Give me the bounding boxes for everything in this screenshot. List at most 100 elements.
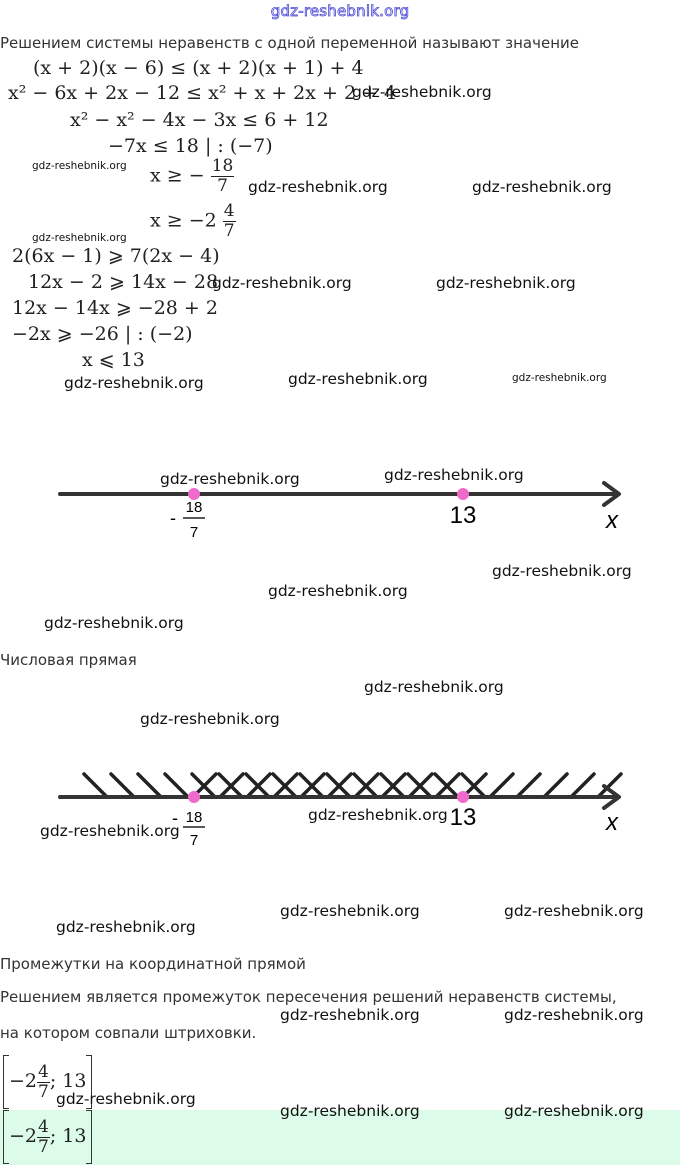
- ineq1-line-3: x² − x² − 4x − 3x ≤ 6 + 12: [70, 109, 329, 131]
- result-1-lhs: x ≥ −: [150, 164, 205, 187]
- left-label-sign: -: [172, 808, 178, 828]
- ineq2-line-2: 12x − 2 ⩾ 14x − 28: [28, 271, 219, 293]
- watermark: gdz-reshebnik.org: [56, 1090, 196, 1108]
- answer-whole: −2: [9, 1070, 38, 1092]
- hatch-stroke: [163, 772, 189, 798]
- point-neg-18-7: [188, 488, 200, 500]
- hatch-stroke: [273, 772, 299, 798]
- ineq2-line-1: 2(6x − 1) ⩾ 7(2x − 4): [12, 245, 220, 267]
- fraction-num: 4: [37, 1116, 50, 1138]
- hatch-stroke: [408, 772, 434, 798]
- left-label-sign: -: [170, 508, 176, 528]
- watermark: gdz-reshebnik.org: [364, 678, 504, 696]
- hatch-stroke: [543, 772, 569, 798]
- result-2-lhs: x ≥ −2: [150, 209, 217, 232]
- hatch-stroke: [381, 772, 407, 798]
- fraction-4-7: 4 7: [222, 201, 236, 241]
- conclusion-line-1: Решением является промежуток пересечения…: [0, 988, 617, 1006]
- watermark: gdz-reshebnik.org: [504, 1006, 644, 1024]
- watermark: gdz-reshebnik.org: [140, 710, 280, 728]
- watermark: gdz-reshebnik.org: [160, 470, 300, 488]
- left-label-num: 18: [186, 809, 203, 826]
- hatch-stroke: [136, 772, 162, 798]
- conclusion-line-2: на котором совпали штриховки.: [0, 1024, 257, 1042]
- ineq1-line-1: (x + 2)(x − 6) ≤ (x + 2)(x + 1) + 4: [33, 57, 364, 79]
- watermark: gdz-reshebnik.org: [212, 274, 352, 292]
- ineq2-line-5: x ⩽ 13: [82, 349, 145, 371]
- hatch-stroke: [327, 772, 353, 798]
- point-neg-18-7: [188, 791, 200, 803]
- hatch-stroke: [435, 772, 461, 798]
- fraction-den: 7: [217, 176, 228, 196]
- left-bracket: [3, 1055, 9, 1109]
- ineq1-result-1: x ≥ − 18 7: [150, 156, 235, 196]
- ineq1-line-2: x² − 6x + 2x − 12 ≤ x² + x + 2x + 2 + 4: [8, 82, 397, 104]
- hatch-stroke: [516, 772, 542, 798]
- axis-arrow-icon: [602, 784, 621, 810]
- hatch-stroke: [82, 772, 108, 798]
- right-bracket: [86, 1055, 93, 1109]
- ineq2-line-4: −2x ⩾ −26 | : (−2): [12, 323, 193, 345]
- right-label: 13: [450, 502, 477, 529]
- watermark: gdz-reshebnik.org: [436, 274, 576, 292]
- watermark: gdz-reshebnik.org: [492, 562, 632, 580]
- watermark: gdz-reshebnik.org: [268, 582, 408, 600]
- answer-whole: −2: [9, 1125, 38, 1147]
- axis-label: x: [605, 809, 619, 836]
- site-header-logo[interactable]: gdz-reshebnik.org: [270, 2, 410, 21]
- hatch-stroke: [246, 772, 272, 798]
- watermark: gdz-reshebnik.org: [40, 822, 180, 840]
- watermark: gdz-reshebnik.org: [288, 370, 428, 388]
- axis-label: x: [605, 507, 619, 534]
- answer-rest: ; 13: [49, 1070, 87, 1092]
- hatch-stroke: [597, 772, 623, 798]
- right-label: 13: [450, 804, 477, 831]
- watermark: gdz-reshebnik.org: [504, 902, 644, 920]
- watermark: gdz-reshebnik.org: [472, 178, 612, 196]
- hatch-stroke: [462, 772, 488, 798]
- watermark: gdz-reshebnik.org: [44, 614, 184, 632]
- ineq2-line-3: 12x − 14x ⩾ −28 + 2: [12, 297, 218, 319]
- point-13: [457, 791, 469, 803]
- answer-rest: ; 13: [49, 1125, 87, 1147]
- fraction-den: 7: [38, 1136, 49, 1157]
- number-line-2: - 18 7 13 x: [58, 772, 623, 849]
- hatch-stroke: [570, 772, 596, 798]
- axis-arrow-icon: [602, 481, 621, 507]
- fraction-num: 18: [210, 156, 235, 177]
- left-label-den: 7: [190, 524, 198, 541]
- watermark: gdz-reshebnik.org: [64, 374, 204, 392]
- right-bracket: [86, 1110, 93, 1164]
- fraction-num: 4: [222, 201, 236, 222]
- watermark: gdz-reshebnik.org: [248, 178, 388, 196]
- caption-number-line: Числовая прямая: [0, 651, 137, 669]
- point-13: [457, 488, 469, 500]
- left-label-num: 18: [186, 499, 203, 516]
- watermark: gdz-reshebnik.org: [512, 372, 607, 384]
- watermark: gdz-reshebnik.org: [32, 160, 127, 172]
- watermark: gdz-reshebnik.org: [280, 1006, 420, 1024]
- number-line-1: - 18 7 13 x: [58, 481, 621, 541]
- hatch-stroke: [300, 772, 326, 798]
- watermark: gdz-reshebnik.org: [280, 1102, 420, 1120]
- watermark: gdz-reshebnik.org: [56, 918, 196, 936]
- hatch-stroke: [219, 772, 245, 798]
- hatch-stroke: [489, 772, 515, 798]
- hatch-stroke: [354, 772, 380, 798]
- left-bracket: [3, 1110, 9, 1164]
- watermark: gdz-reshebnik.org: [280, 902, 420, 920]
- hatch-x-ge-neg-18-7: [192, 772, 623, 798]
- watermark: gdz-reshebnik.org: [32, 232, 127, 244]
- watermark: gdz-reshebnik.org: [384, 466, 524, 484]
- caption-intervals: Промежутки на координатной прямой: [0, 955, 306, 973]
- intro-text: Решением системы неравенств с одной пере…: [0, 34, 579, 52]
- fraction-den: 7: [223, 221, 235, 241]
- watermark: gdz-reshebnik.org: [308, 806, 448, 824]
- left-label-den: 7: [190, 832, 198, 849]
- watermark: gdz-reshebnik.org: [352, 83, 492, 101]
- fraction-18-7: 18 7: [210, 156, 235, 196]
